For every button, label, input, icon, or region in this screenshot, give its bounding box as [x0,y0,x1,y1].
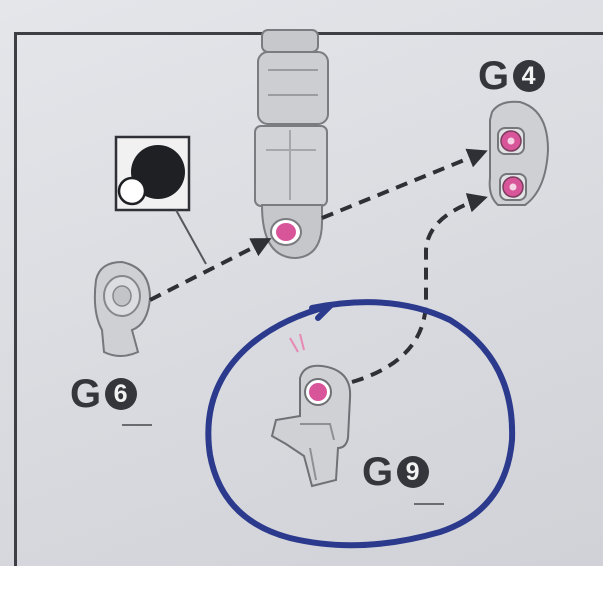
arrow-icon [351,193,488,384]
leg-assembly-part [254,29,329,260]
ball-joint-detail-icon [114,135,207,265]
label-g6: G 6 [70,372,138,416]
label-g4-number: 4 [513,60,546,92]
emphasis-marks [289,333,305,353]
label-g6-underline [122,424,152,426]
label-g6-number: 6 [105,378,138,410]
page-edge [0,566,603,603]
arrows [149,148,488,384]
g6-part [93,260,152,357]
label-g9: G 9 [362,450,430,494]
g4-part [488,100,550,206]
label-g6-letter: G [70,372,103,416]
label-g9-underline [414,503,444,505]
label-g4-letter: G [478,54,511,98]
arrow-icon [149,238,272,302]
arrow-icon [321,148,488,220]
pink-peg [276,223,296,241]
label-g4: G 4 [478,54,546,98]
g9-part [270,333,352,488]
label-g9-letter: G [362,450,395,494]
highlight-circle [205,299,516,549]
label-g9-number: 9 [397,456,430,488]
